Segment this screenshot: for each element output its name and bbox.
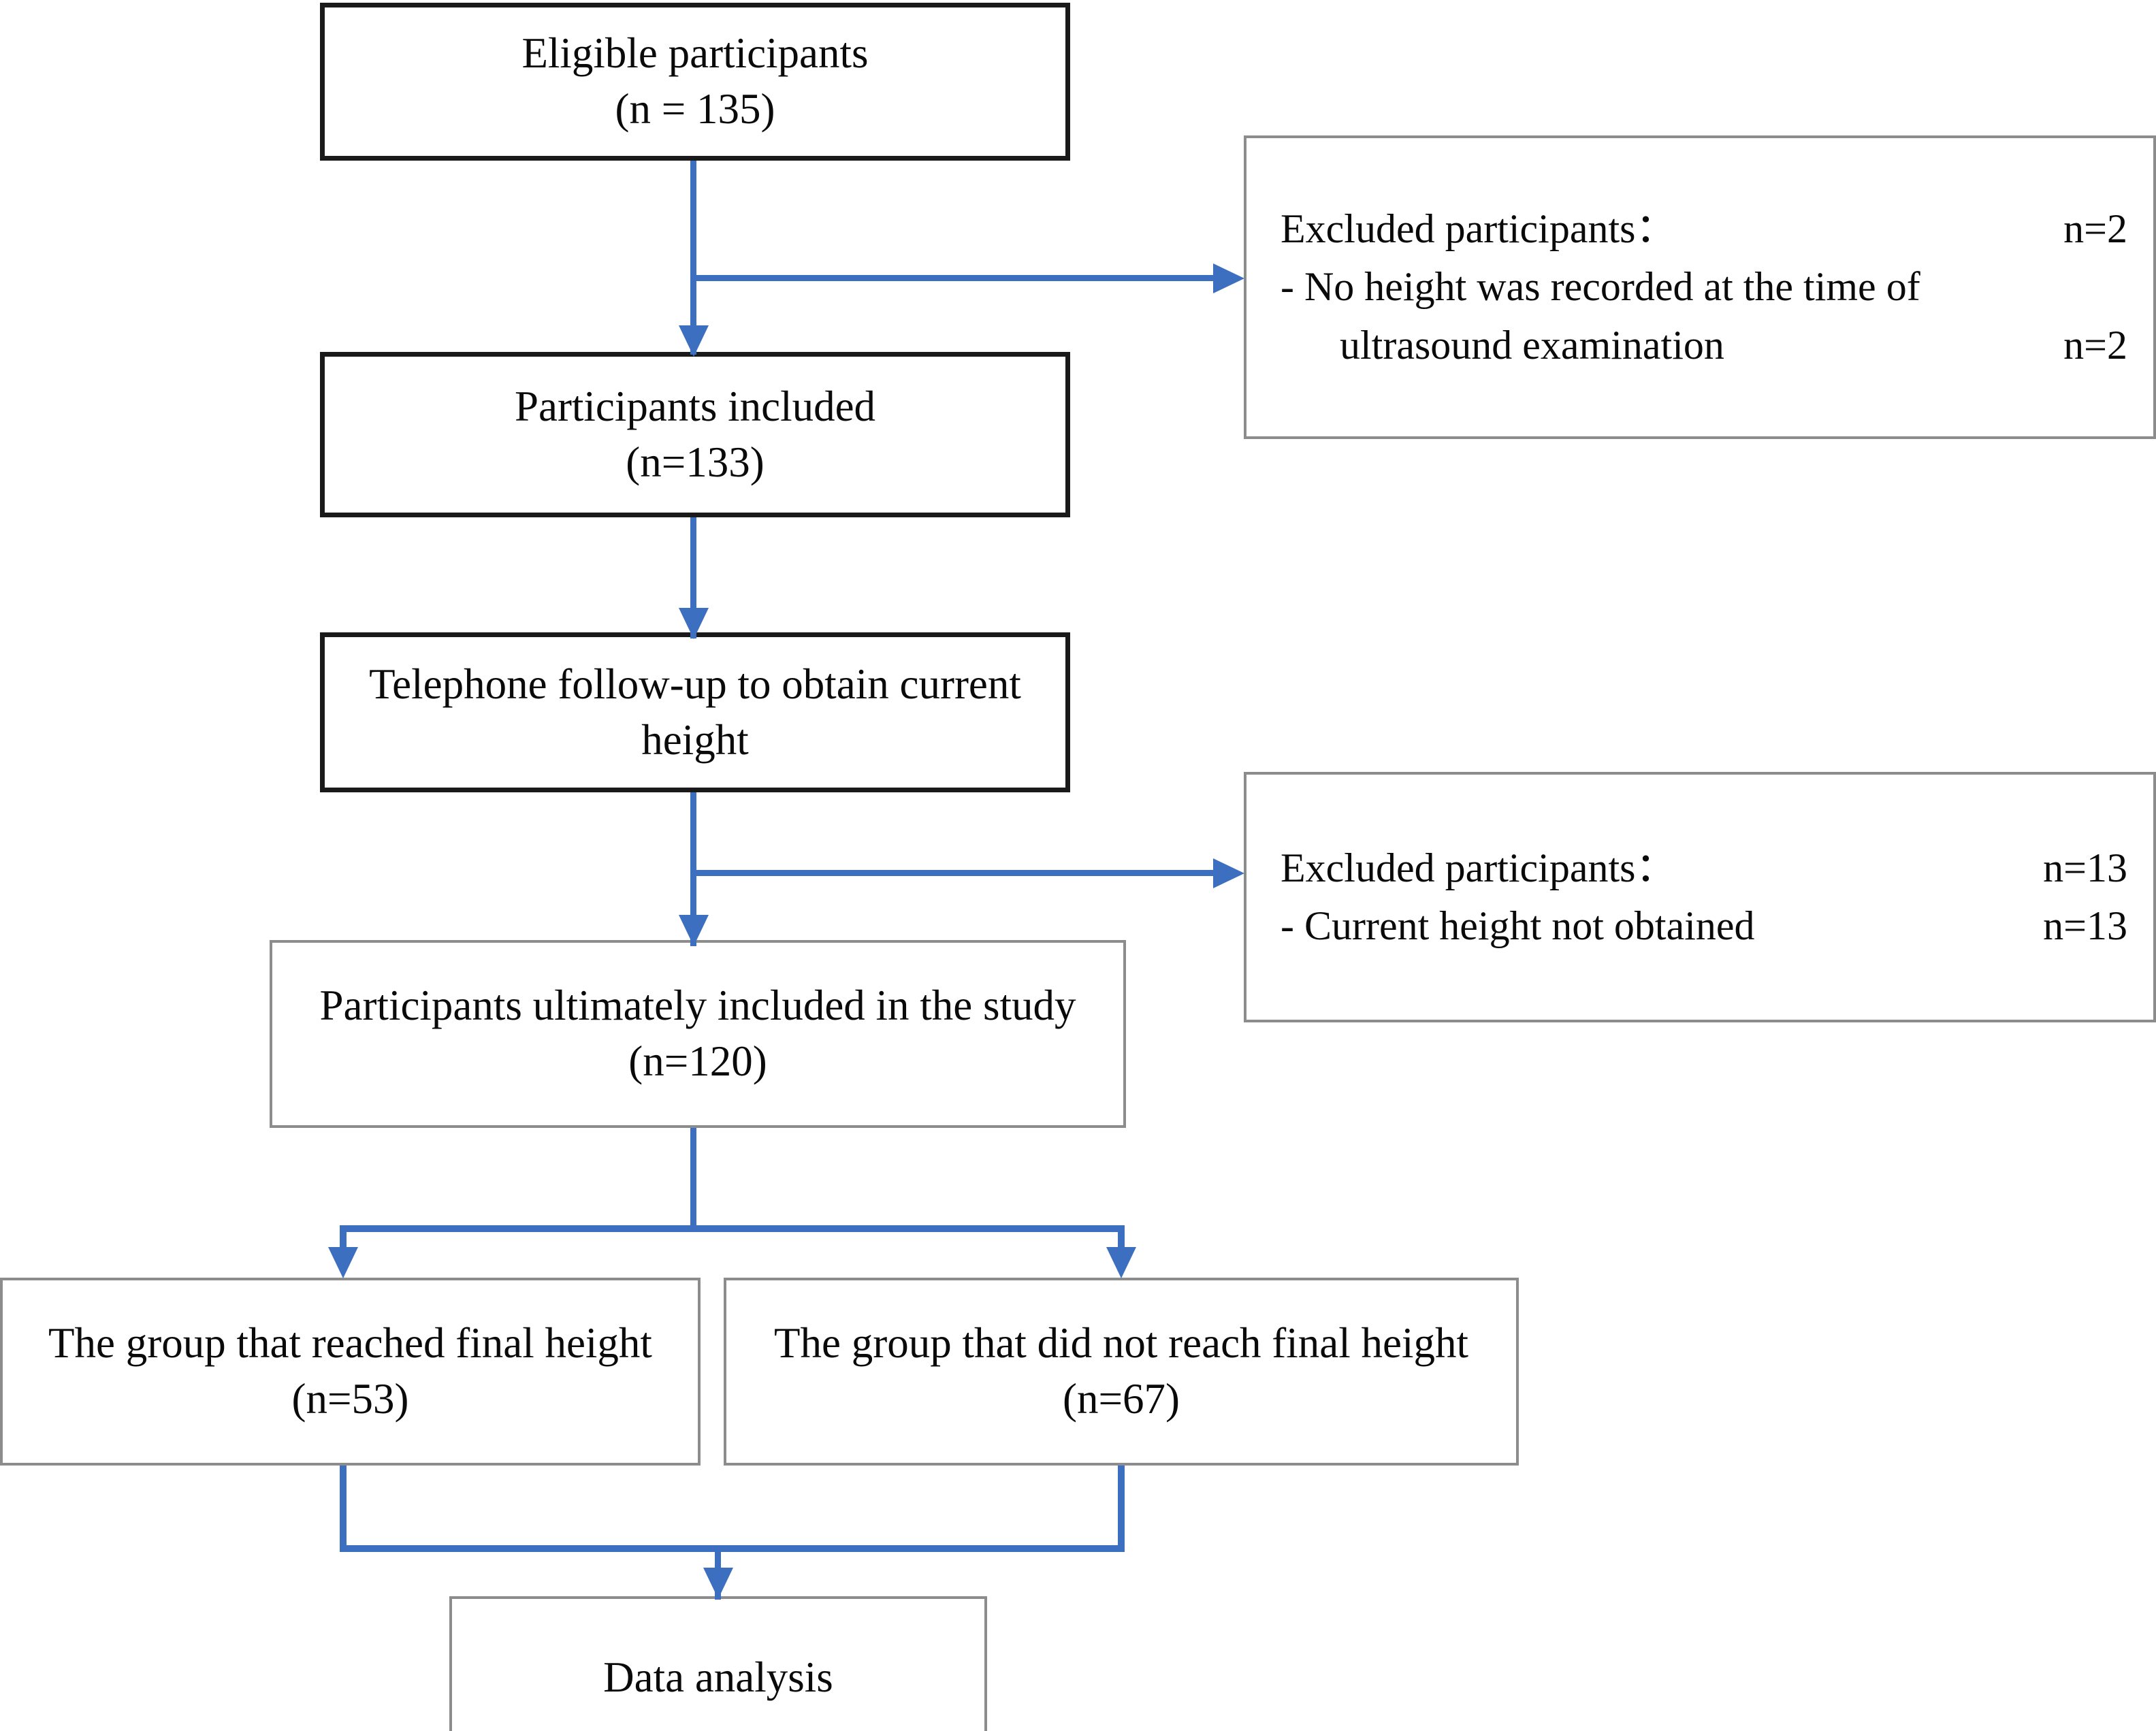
connector-eligible-to-included-line <box>690 161 696 355</box>
connector-to-excluded-2-arrowhead <box>1213 858 1244 888</box>
connector-followup-to-ultimately-line <box>690 792 696 946</box>
connector-merge-crossbar <box>340 1545 1125 1552</box>
excluded-1-heading-row: Excluded participants： n=2 <box>1281 200 2127 258</box>
connector-followup-to-ultimately-arrowhead <box>679 915 709 946</box>
connector-to-excluded-1-arrowhead <box>1213 263 1244 293</box>
connector-merge-right-riser <box>1118 1466 1125 1551</box>
excluded-1-reason-1-count: n=2 <box>2063 322 2127 368</box>
node-group-not-reached-line1: The group that did not reach final heigh… <box>774 1319 1468 1368</box>
connector-split-crossbar <box>340 1225 1125 1232</box>
excluded-1-heading-count: n=2 <box>2063 206 2127 252</box>
connector-to-excluded-2-line <box>690 870 1213 876</box>
connector-to-excluded-1-line <box>690 275 1213 281</box>
connector-merge-left-riser <box>340 1466 347 1551</box>
excluded-1-reason-row-1: ultrasound examination n=2 <box>1281 317 2127 374</box>
excluded-participants-box-2: Excluded participants： n=13 - Current he… <box>1244 772 2156 1022</box>
node-eligible-line2: (n = 135) <box>615 85 775 133</box>
node-group-reached-line1: The group that reached final height <box>48 1319 652 1368</box>
node-eligible-participants: Eligible participants (n = 135) <box>320 3 1070 161</box>
node-group-reached-line2: (n=53) <box>291 1375 409 1423</box>
connector-included-to-followup-line <box>690 517 696 638</box>
excluded-2-reason-row-0: - Current height not obtained n=13 <box>1281 897 2127 955</box>
excluded-2-reason-0-text: - Current height not obtained <box>1281 903 1755 948</box>
node-ultimately-included: Participants ultimately included in the … <box>270 940 1126 1128</box>
node-ultimately-line1: Participants ultimately included in the … <box>319 982 1076 1030</box>
excluded-participants-box-1: Excluded participants： n=2 - No height w… <box>1244 135 2156 439</box>
excluded-1-reason-row-0: - No height was recorded at the time of <box>1281 258 2127 316</box>
connector-merge-to-data-analysis-arrowhead <box>703 1568 733 1599</box>
node-participants-included: Participants included (n=133) <box>320 352 1070 517</box>
excluded-2-heading-row: Excluded participants： n=13 <box>1281 839 2127 897</box>
node-telephone-followup: Telephone follow-up to obtain current he… <box>320 632 1070 792</box>
node-data-analysis-line1: Data analysis <box>603 1653 833 1702</box>
node-followup-line1: Telephone follow-up to obtain current <box>369 660 1021 708</box>
node-group-not-reached-line2: (n=67) <box>1063 1375 1180 1423</box>
node-group-reached-final-height: The group that reached final height (n=5… <box>0 1278 701 1466</box>
node-eligible-line1: Eligible participants <box>521 29 869 78</box>
connector-split-right-drop <box>1118 1225 1125 1251</box>
node-ultimately-line2: (n=120) <box>628 1037 767 1085</box>
excluded-2-heading-count: n=13 <box>2043 845 2127 890</box>
node-included-line2: (n=133) <box>626 438 765 486</box>
node-followup-line2: height <box>641 715 749 764</box>
connector-split-right-arrowhead <box>1106 1247 1136 1278</box>
excluded-2-reason-0-count: n=13 <box>2043 903 2127 948</box>
node-included-line1: Participants included <box>514 382 876 430</box>
connector-eligible-to-included-arrowhead <box>679 325 709 357</box>
connector-split-left-drop <box>340 1225 347 1251</box>
connector-split-stem <box>690 1128 696 1231</box>
excluded-1-reason-0-text: - No height was recorded at the time of <box>1281 264 1920 310</box>
node-data-analysis: Data analysis <box>449 1596 987 1731</box>
node-group-not-reached-final-height: The group that did not reach final heigh… <box>724 1278 1519 1466</box>
connector-included-to-followup-arrowhead <box>679 608 709 639</box>
excluded-2-heading: Excluded participants： <box>1281 845 1677 890</box>
excluded-1-heading: Excluded participants： <box>1281 206 1677 252</box>
connector-split-left-arrowhead <box>328 1247 358 1278</box>
excluded-1-reason-1-text: ultrasound examination <box>1340 322 1724 368</box>
